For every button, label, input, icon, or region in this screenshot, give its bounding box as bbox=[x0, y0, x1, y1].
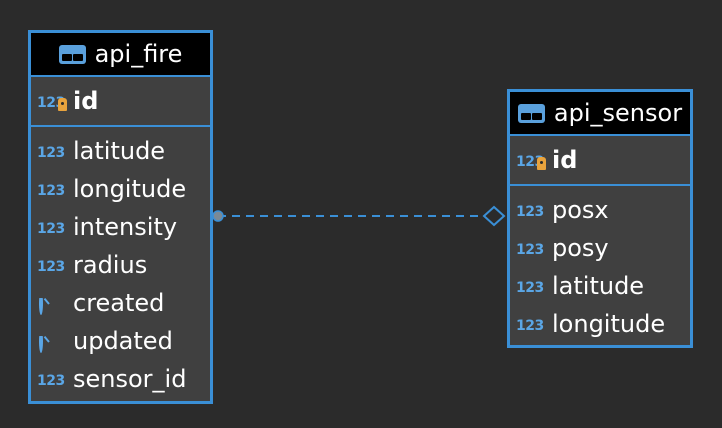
number-type-icon: 123 bbox=[516, 279, 544, 296]
table-icon bbox=[58, 44, 86, 64]
columns-list: 123 latitude 123 longitude 123 intensity… bbox=[31, 127, 210, 398]
column-row[interactable]: 123 longitude bbox=[31, 170, 210, 208]
relationship-target-diamond bbox=[482, 205, 506, 227]
key-icon bbox=[537, 156, 546, 170]
table-icon bbox=[517, 103, 545, 123]
column-row[interactable]: 123 latitude bbox=[510, 267, 690, 305]
entity-api-fire[interactable]: api_fire 123 id 123 latitude 123 longitu… bbox=[28, 30, 213, 404]
column-row[interactable]: 123 intensity bbox=[31, 208, 210, 246]
column-row[interactable]: 123 radius bbox=[31, 246, 210, 284]
column-name: radius bbox=[73, 251, 148, 279]
number-type-icon: 123 bbox=[516, 317, 544, 334]
column-name: id bbox=[73, 87, 99, 115]
key-icon bbox=[58, 97, 67, 111]
clock-icon bbox=[37, 289, 73, 315]
column-name: created bbox=[73, 289, 165, 317]
column-row[interactable]: 123 latitude bbox=[31, 132, 210, 170]
column-row[interactable]: created bbox=[31, 284, 210, 322]
column-row[interactable]: 123 sensor_id bbox=[31, 360, 210, 398]
column-row[interactable]: 123 posy bbox=[510, 229, 690, 267]
column-name: sensor_id bbox=[73, 365, 187, 393]
number-type-icon: 123 bbox=[37, 258, 65, 275]
number-type-icon: 123 bbox=[37, 220, 65, 237]
column-row[interactable]: 123 longitude bbox=[510, 305, 690, 343]
column-row[interactable]: updated bbox=[31, 322, 210, 360]
number-type-icon: 123 bbox=[37, 144, 65, 161]
column-name: longitude bbox=[552, 310, 666, 338]
entity-header[interactable]: api_fire bbox=[31, 33, 210, 77]
column-name: updated bbox=[73, 327, 173, 355]
number-type-icon: 123 bbox=[516, 203, 544, 220]
column-name: latitude bbox=[552, 272, 645, 300]
columns-list: 123 posx 123 posy 123 latitude 123 longi… bbox=[510, 186, 690, 343]
primary-key-row[interactable]: 123 id bbox=[510, 136, 690, 186]
number-pk-icon: 123 bbox=[516, 151, 552, 170]
entity-title: api_sensor bbox=[553, 99, 683, 127]
column-name: latitude bbox=[73, 137, 166, 165]
clock-icon bbox=[37, 327, 73, 353]
primary-key-row[interactable]: 123 id bbox=[31, 77, 210, 127]
number-type-icon: 123 bbox=[516, 241, 544, 258]
column-row[interactable]: 123 posx bbox=[510, 191, 690, 229]
column-name: intensity bbox=[73, 213, 178, 241]
number-type-icon: 123 bbox=[37, 372, 65, 389]
entity-header[interactable]: api_sensor bbox=[510, 92, 690, 136]
entity-api-sensor[interactable]: api_sensor 123 id 123 posx 123 posy 123 … bbox=[507, 89, 693, 348]
column-name: id bbox=[552, 146, 578, 174]
entity-title: api_fire bbox=[94, 40, 183, 68]
column-name: posx bbox=[552, 196, 609, 224]
column-name: longitude bbox=[73, 175, 187, 203]
column-name: posy bbox=[552, 234, 609, 262]
number-type-icon: 123 bbox=[37, 182, 65, 199]
number-pk-icon: 123 bbox=[37, 92, 73, 111]
relationship-source-dot bbox=[212, 210, 224, 222]
